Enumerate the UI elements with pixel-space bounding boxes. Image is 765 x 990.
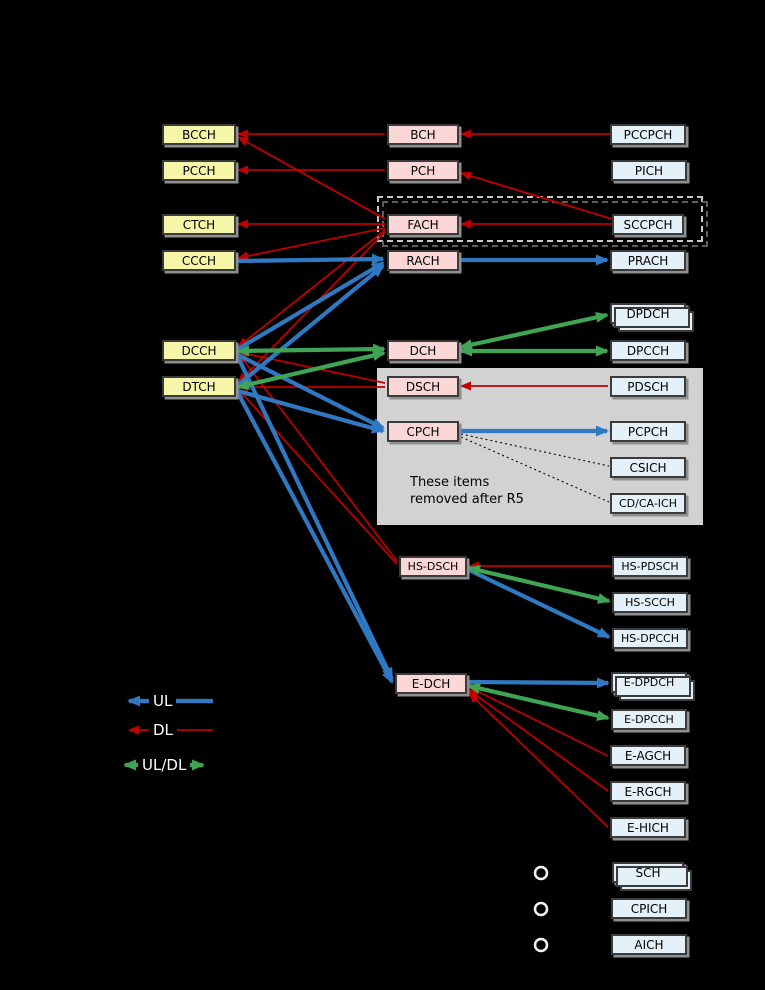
edge-hsdsch-hsscch: [467, 565, 611, 604]
node-dpdch: DPDCH: [610, 303, 686, 324]
legend-ul-label: UL: [149, 692, 177, 710]
edge-dtch-cpch: [237, 388, 385, 434]
edge-dcch-dch: [236, 343, 386, 357]
node-cdca-ich: CD/CA-ICH: [610, 493, 686, 514]
node-bcch: BCCH: [162, 124, 236, 145]
node-dch: DCH: [387, 340, 459, 361]
edge-dsch-dcch: [237, 349, 386, 384]
node-ctch: CTCH: [162, 214, 236, 235]
edge-dcch-edch: [236, 356, 394, 681]
edge-fach-ccch: [237, 227, 386, 261]
node-pch: PCH: [387, 160, 459, 181]
node-e-dpdch: E-DPDCH: [611, 672, 687, 693]
node-dtch: DTCH: [162, 376, 236, 397]
edge-hsdsch-hsdpcch: [468, 568, 611, 639]
node-bch: BCH: [387, 124, 459, 145]
node-e-hich: E-HICH: [610, 817, 686, 838]
node-hs-dsch: HS-DSCH: [399, 556, 467, 577]
edge-hsdsch-dcch: [237, 352, 398, 562]
edge-ehich-edch: [468, 692, 609, 828]
edge-dtch-dch: [236, 350, 386, 390]
node-hs-scch: HS-SCCH: [612, 592, 688, 613]
node-dcch: DCCH: [162, 340, 236, 361]
edge-dch-dpdch: [459, 311, 609, 351]
edge-ergch-edch: [468, 689, 609, 792]
edge-hsdsch-dtch: [237, 388, 398, 565]
node-hs-dpcch: HS-DPCCH: [612, 628, 688, 649]
node-csich: CSICH: [610, 457, 686, 478]
node-e-agch: E-AGCH: [610, 745, 686, 766]
edge-dcch-cpch: [237, 353, 385, 430]
standalone-channel-bullet-cpich: [533, 901, 549, 917]
edge-edch-edpcch: [467, 683, 610, 721]
standalone-channel-bullet-sch: [533, 865, 549, 881]
node-e-dch: E-DCH: [395, 673, 467, 694]
legend-dl-label: DL: [149, 721, 177, 739]
edge-dtch-edch: [236, 392, 394, 684]
edge-fach-bcch: [237, 136, 386, 220]
node-pich: PICH: [611, 160, 687, 181]
node-pccpch: PCCPCH: [610, 124, 686, 145]
node-sch: SCH: [612, 862, 684, 883]
node-pcpch: PCPCH: [610, 421, 686, 442]
edge-eagch-edch: [468, 686, 609, 757]
node-sccpch: SCCPCH: [612, 214, 684, 235]
node-rach: RACH: [387, 250, 459, 271]
node-e-rgch: E-RGCH: [610, 781, 686, 802]
legend-uldl-label: UL/DL: [138, 756, 191, 774]
node-hs-pdsch: HS-PDSCH: [612, 556, 688, 577]
node-fach: FACH: [387, 214, 459, 235]
note-line-1: These items: [410, 475, 490, 490]
node-e-dpcch: E-DPCCH: [611, 709, 687, 730]
node-prach: PRACH: [610, 250, 686, 271]
edge-fach-dtch: [237, 231, 386, 384]
edge-dtch-rach: [236, 264, 385, 387]
edge-fach-dcch: [237, 229, 386, 348]
node-pdsch: PDSCH: [610, 376, 686, 397]
edge-edch-edpdch: [468, 677, 610, 689]
node-dpcch: DPCCH: [610, 340, 686, 361]
node-cpich: CPICH: [611, 898, 687, 919]
node-pcch: PCCH: [162, 160, 236, 181]
node-ccch: CCCH: [162, 250, 236, 271]
note-line-2: removed after R5: [410, 492, 524, 507]
edge-ccch-rach: [237, 253, 385, 265]
node-cpch: CPCH: [387, 421, 459, 442]
node-dsch: DSCH: [387, 376, 459, 397]
edge-dcch-rach: [236, 261, 385, 351]
standalone-channel-bullet-aich: [533, 937, 549, 953]
removed-after-r5-note: These items removed after R5: [410, 474, 524, 508]
node-aich: AICH: [611, 934, 687, 955]
